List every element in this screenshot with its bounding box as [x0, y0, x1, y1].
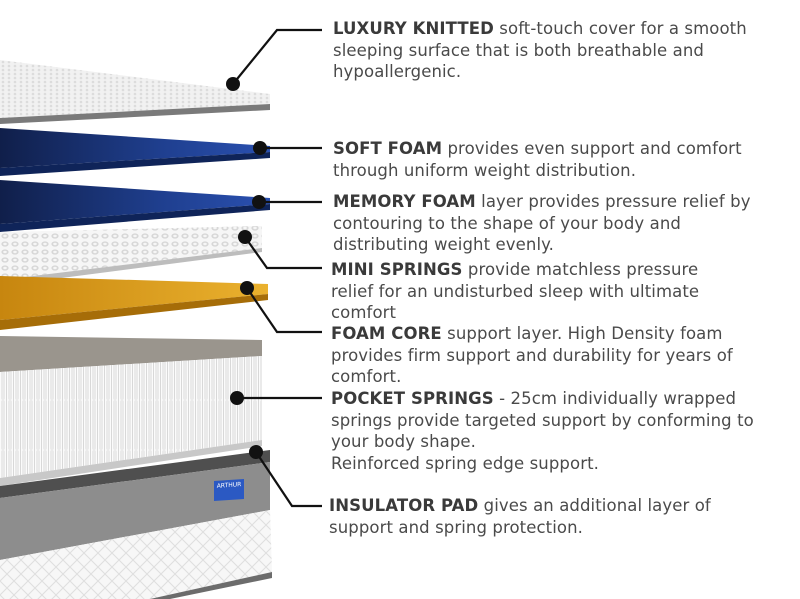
leader-insulator-pad [255, 451, 322, 508]
layer-title: INSULATOR PAD [329, 496, 479, 515]
layer-text: provides firm support and durability for… [331, 345, 733, 365]
layer-text: sleeping surface that is both breathable… [333, 40, 704, 60]
leader-mini-springs [244, 236, 322, 270]
leader-luxury-knitted [232, 28, 322, 85]
layer-text: gives an additional layer of [483, 496, 711, 515]
layer-description-insulator-pad: INSULATOR PAD gives an additional layer … [329, 495, 711, 538]
layer-title: FOAM CORE [331, 324, 442, 343]
layer-text: provides even support and comfort [447, 139, 742, 158]
layer-text: support and spring protection. [329, 517, 584, 537]
layer-description-pocket-springs: POCKET SPRINGS - 25cm individually wrapp… [331, 388, 754, 474]
dot-memory-foam [252, 195, 266, 209]
soft-foam-layer [0, 128, 270, 176]
layer-text: support layer. High Density foam [447, 324, 723, 343]
layer-description-foam-core: FOAM CORE support layer. High Density fo… [331, 323, 733, 388]
layer-text: Reinforced spring edge support. [331, 453, 599, 473]
layer-text: your body shape. [331, 432, 477, 451]
layer-title: POCKET SPRINGS [331, 389, 494, 408]
pocket-springs-layer [0, 336, 262, 486]
layer-description-soft-foam: SOFT FOAM provides even support and comf… [333, 138, 742, 181]
layer-text: layer provides pressure relief by [481, 192, 751, 211]
layer-text: comfort. [331, 367, 402, 386]
layer-text: provide matchless pressure [467, 260, 699, 279]
layer-text: relief for an undisturbed sleep with ult… [331, 281, 700, 301]
foam-core-layer [0, 276, 268, 330]
layer-text: soft-touch cover for a smooth [499, 19, 747, 38]
dot-foam-core [240, 281, 254, 295]
layer-title: MEMORY FOAM [333, 192, 476, 211]
dot-insulator-pad [249, 445, 263, 459]
layer-text: hypoallergenic. [333, 62, 462, 81]
dot-soft-foam [253, 141, 267, 155]
layer-text: distributing weight evenly. [333, 235, 554, 254]
layer-text: springs provide targeted support by conf… [331, 410, 754, 430]
brand-logo-tag: ARTHUR [214, 478, 244, 502]
insulator-pad-layer [0, 450, 272, 599]
layer-title: SOFT FOAM [333, 139, 443, 158]
layer-text: - 25cm individually wrapped [499, 389, 737, 408]
layer-text: comfort [331, 303, 397, 322]
luxury-knitted-layer [0, 60, 270, 124]
dot-luxury-knitted [226, 77, 240, 91]
dot-pocket-springs [230, 391, 244, 405]
leader-foam-core [246, 287, 322, 334]
layer-text: contouring to the shape of your body and [333, 213, 681, 233]
layer-description-mini-springs: MINI SPRINGS provide matchless pressure … [331, 259, 699, 324]
leader-lines [232, 28, 322, 508]
leader-dots [226, 77, 267, 459]
memory-foam-layer [0, 180, 270, 232]
layer-title: MINI SPRINGS [331, 260, 463, 279]
layer-description-memory-foam: MEMORY FOAM layer provides pressure reli… [333, 191, 751, 256]
dot-mini-springs [238, 230, 252, 244]
mini-springs-layer [0, 226, 262, 286]
layer-text: through uniform weight distribution. [333, 160, 637, 180]
layer-description-luxury-knitted: LUXURY KNITTED soft-touch cover for a sm… [333, 18, 747, 83]
layer-title: LUXURY KNITTED [333, 19, 494, 38]
